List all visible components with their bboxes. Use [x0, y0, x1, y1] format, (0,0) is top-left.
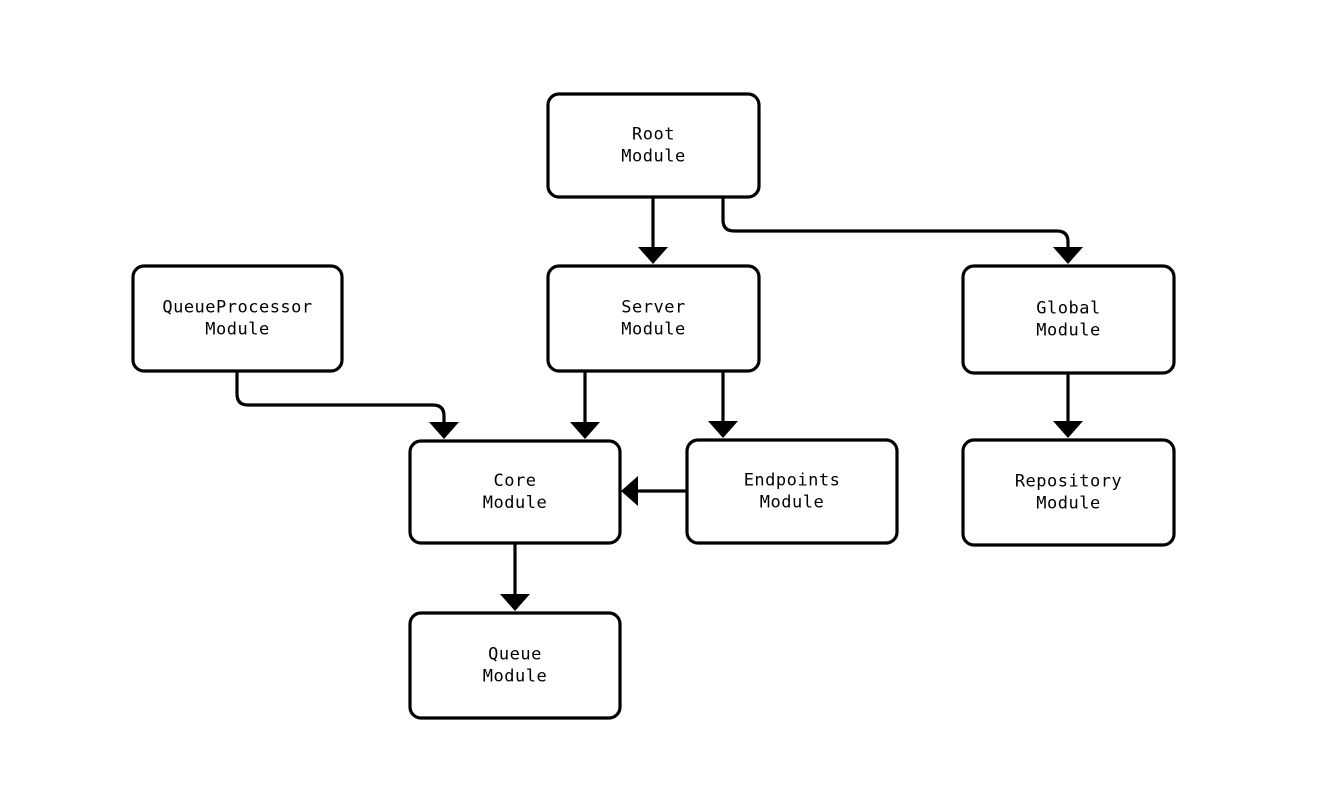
node-label-line1: Endpoints [744, 471, 841, 491]
edge-global-to-repository [1053, 373, 1083, 438]
node-label-line2: Module [483, 493, 547, 513]
node-label-line2: Module [205, 320, 269, 340]
arrowhead-icon [1053, 421, 1083, 438]
node-label-line1: Server [621, 298, 685, 318]
node-box[interactable] [961, 264, 1176, 375]
node-box[interactable] [131, 264, 344, 373]
edge-server-to-core [570, 371, 600, 439]
edge-root-to-global [721, 197, 1083, 264]
node-label-line2: Module [621, 320, 685, 340]
edge-endpoints-to-core [621, 476, 687, 506]
edge-line [721, 197, 1070, 248]
node-label-line1: Global [1036, 299, 1100, 319]
node-box[interactable] [685, 438, 899, 545]
node-label-line2: Module [760, 493, 824, 513]
arrowhead-icon [621, 476, 638, 506]
arrowhead-icon [570, 422, 600, 439]
arrowhead-icon [708, 421, 738, 438]
edges-layer [235, 197, 1083, 611]
nodes-layer: RootModuleQueueProcessorModuleServerModu… [131, 92, 1176, 720]
node-label-line1: QueueProcessor [162, 298, 312, 318]
arrowhead-icon [429, 422, 459, 439]
node-label-line1: Queue [488, 645, 542, 665]
arrowhead-icon [500, 594, 530, 611]
node-box[interactable] [546, 92, 761, 199]
node-label-line1: Repository [1015, 472, 1122, 492]
node-label-line2: Module [483, 667, 547, 687]
edge-root-to-server [638, 197, 668, 264]
node-label-line1: Core [494, 471, 537, 491]
edge-server-to-endpoints [708, 371, 738, 438]
arrowhead-icon [1053, 247, 1083, 264]
node-label-line2: Module [621, 147, 685, 167]
node-box[interactable] [546, 264, 761, 373]
edge-line [235, 371, 446, 423]
node-label-line2: Module [1036, 321, 1100, 341]
node-box[interactable] [408, 439, 622, 545]
edge-core-to-queue [500, 543, 530, 611]
node-label-line2: Module [1036, 494, 1100, 514]
node-box[interactable] [408, 611, 622, 720]
node-label-line1: Root [632, 125, 675, 145]
arrowhead-icon [638, 247, 668, 264]
edge-queueprocessor-to-core [235, 371, 459, 439]
node-box[interactable] [961, 438, 1176, 547]
